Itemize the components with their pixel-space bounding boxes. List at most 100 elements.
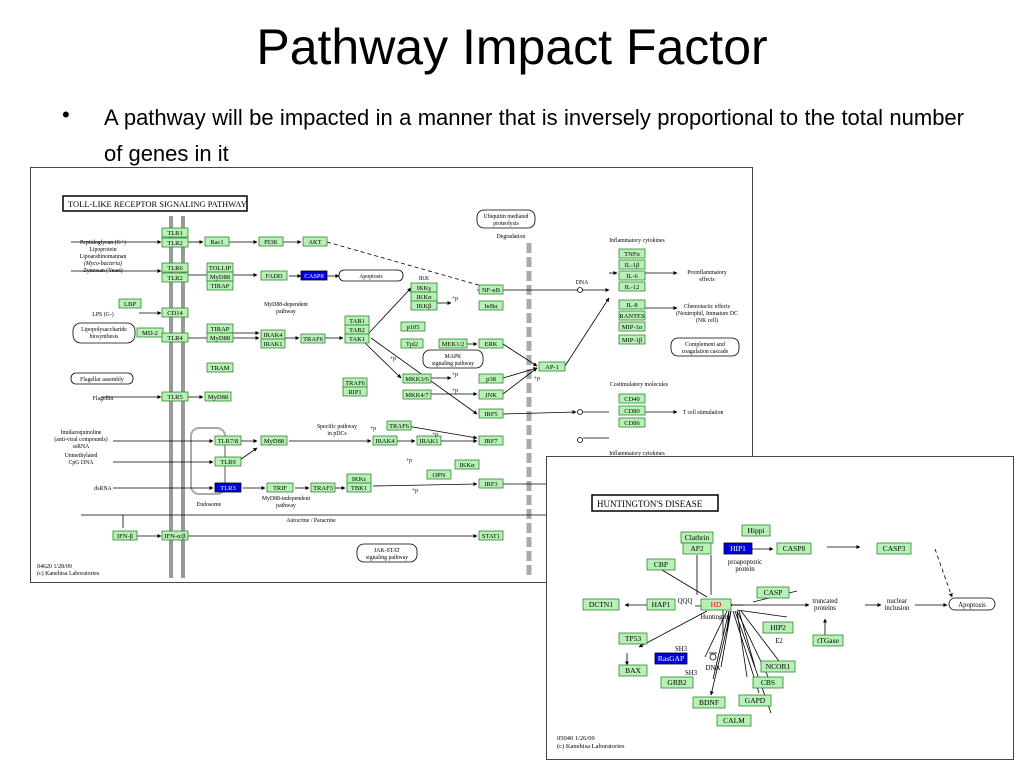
gene-box-highlighted: HIP1 [723,542,753,555]
svg-text:ssRNA: ssRNA [73,444,91,450]
svg-text:TRAM: TRAM [211,365,230,372]
svg-text:Lipopolysaccharide: Lipopolysaccharide [81,327,127,333]
gene-box: TRAF6 [342,377,368,388]
gene-box: IL-12 [618,281,646,292]
gene-box: TRAF6 [300,333,326,344]
svg-text:TP53: TP53 [625,634,642,643]
svg-text:TRIF: TRIF [273,485,287,492]
svg-text:tTGase: tTGase [817,636,839,645]
svg-text:inclusion: inclusion [885,605,911,612]
gene-box: STAT1 [478,530,504,541]
svg-text:TRAF3: TRAF3 [313,485,333,492]
svg-text:TIRAP: TIRAP [211,326,230,333]
svg-text:04620 1/28/09: 04620 1/28/09 [37,564,72,570]
gene-box-highlighted: CASP8 [300,270,328,281]
svg-text:IL-8: IL-8 [626,302,638,309]
svg-text:MyD88: MyD88 [210,335,230,342]
svg-text:TRAF6: TRAF6 [303,336,324,343]
svg-text:BDNF: BDNF [699,698,719,707]
svg-text:AKT: AKT [308,239,321,246]
gene-box: CASP [756,586,790,599]
svg-text:CD40: CD40 [624,396,640,403]
svg-text:QQQ: QQQ [678,598,693,605]
gene-box: TAB2 [344,324,370,335]
gene-box: GAPD [738,694,772,707]
svg-text:Degradation: Degradation [497,234,526,240]
svg-text:IRAK1: IRAK1 [419,438,438,445]
gene-box: TLR1 [161,227,189,238]
gene-box: MKK4/7 [402,389,432,400]
gene-box: IKKγ [410,282,438,293]
gene-box: TAB1 [344,315,370,326]
gene-box: IRAK1 [260,338,286,349]
svg-text:RasGAP: RasGAP [658,654,684,663]
svg-text:RIP1: RIP1 [348,389,361,396]
svg-text:Complement and: Complement and [685,342,725,348]
gene-box: GRB2 [660,676,694,689]
svg-text:IKKα: IKKα [417,294,433,301]
svg-text:MyD88: MyD88 [208,394,228,401]
svg-text:Rac1: Rac1 [210,239,223,246]
gene-box: TLR4 [161,332,189,343]
svg-text:LBP: LBP [124,301,136,308]
svg-text:Proinflammatory: Proinflammatory [687,269,727,276]
gene-box: MEK1/2 [438,338,468,349]
gene-box: IKKε [346,473,372,484]
svg-text:IL-12: IL-12 [625,284,640,291]
svg-text:CASP8: CASP8 [304,273,324,280]
svg-text:Inflammatory cytokines: Inflammatory cytokines [609,450,665,457]
gene-box: AP-1 [538,361,566,372]
gene-box: MyD88 [206,332,234,343]
svg-text:TLR9: TLR9 [220,459,236,466]
svg-text:TLR2: TLR2 [167,275,183,282]
gene-box: MyD88 [260,435,288,446]
svg-text:Flagellar assembly: Flagellar assembly [80,377,124,383]
gene-box: TP53 [618,632,648,645]
gene-box: AP2 [682,542,712,555]
svg-text:TIRAP: TIRAP [211,283,230,290]
svg-text:Apoptosis: Apoptosis [958,602,986,609]
gene-box: IRAK4 [372,435,398,446]
gene-box: TRAM [206,362,234,373]
svg-text:+p: +p [390,356,396,362]
svg-text:proteolysis: proteolysis [493,221,519,227]
svg-text:in pDCs: in pDCs [327,431,347,437]
svg-text:T cell stimulation: T cell stimulation [683,410,724,416]
svg-text:TRAF6: TRAF6 [345,380,366,387]
svg-text:TAB1: TAB1 [349,318,365,325]
svg-text:BAX: BAX [625,666,641,675]
gene-box: JNK [478,389,504,400]
gene-box-disease: HD [700,598,732,611]
gene-box: IKKα [454,459,480,470]
slide-title: Pathway Impact Factor [256,19,768,75]
svg-text:+p: +p [534,376,540,382]
svg-text:05040 1/26/09: 05040 1/26/09 [557,735,595,742]
svg-text:protein: protein [735,566,755,573]
gene-box: CALM [716,714,752,727]
svg-text:Apoptosis: Apoptosis [359,274,383,280]
gene-box: RANTES [618,310,646,321]
gene-box: Hippi [741,524,771,537]
svg-text:GAPD: GAPD [745,696,766,705]
svg-text:HAP1: HAP1 [652,600,671,609]
svg-text:IKKγ: IKKγ [417,285,432,292]
svg-text:Peptidoglycan (G+): Peptidoglycan (G+) [80,239,126,246]
svg-text:proteins: proteins [814,605,836,612]
svg-text:Tpl2: Tpl2 [406,341,418,348]
gene-box: CASP3 [876,542,912,555]
svg-text:HD: HD [711,600,722,609]
gene-box: TLR9 [214,456,242,467]
gene-box: RIP1 [342,386,368,397]
gene-box: p38 [478,373,504,384]
svg-text:TNFα: TNFα [624,251,640,258]
svg-text:CD14: CD14 [167,310,183,317]
svg-text:CASP: CASP [764,588,783,597]
svg-text:IκBα: IκBα [484,303,498,310]
svg-text:OPN: OPN [432,472,445,479]
svg-text:MAPK: MAPK [445,354,463,360]
svg-text:PI3K: PI3K [264,239,278,246]
svg-text:IKKε: IKKε [352,476,367,483]
gene-box: CD80 [618,405,646,416]
gene-box: TRAF3 [310,482,336,493]
svg-text:TLR3: TLR3 [220,485,236,492]
